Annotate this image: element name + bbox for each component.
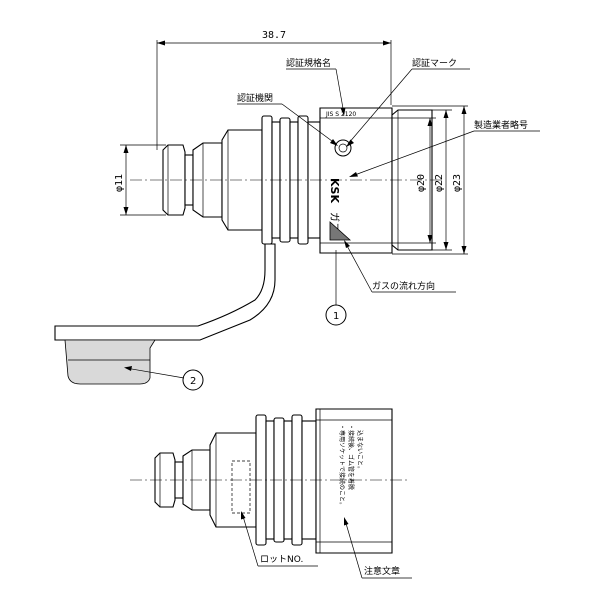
bottom-view: ・専用ソケットで接続のこと。 ・接続後、ゴム管を着脱 込まないこと。: [130, 408, 410, 554]
jis-marking: JIS S 2120: [325, 111, 356, 118]
top-callouts: 認証規格名 認証マーク 認証機関 製造業者略号 ガスの流れ方向: [237, 57, 540, 293]
label-cert-body: 認証機関: [237, 92, 273, 104]
caution-line-3: 込まないこと。: [356, 424, 364, 472]
d11-text: φ11: [114, 174, 125, 192]
d22-text: φ22: [434, 174, 445, 192]
label-caution: 注意文章: [364, 565, 400, 577]
caution-markings: ・専用ソケットで接続のこと。 ・接続後、ゴム管を着脱 込まないこと。: [338, 424, 364, 508]
label-lot-no: ロットNO.: [260, 555, 303, 565]
bottom-callouts: ロットNO. 注意文章: [241, 511, 412, 579]
socket-markings: JIS S 2120 KSK ガス: [325, 111, 356, 241]
flow-arrow-mark: [329, 221, 352, 241]
diameter-dims-right: φ20 φ22 φ23: [392, 105, 468, 255]
balloon-2-text: 2: [190, 376, 196, 387]
label-cert-standard: 認証規格名: [286, 57, 331, 69]
ksk-brand: KSK: [328, 178, 341, 203]
caution-line-1: ・専用ソケットで接続のこと。: [338, 424, 346, 508]
cert-mark-circle: [334, 139, 352, 157]
length-dim-text: 38.7: [262, 30, 286, 41]
dust-cap-tether: [54, 243, 276, 385]
balloon-1: 1: [325, 250, 347, 326]
d23-text: φ23: [452, 174, 463, 192]
label-cert-mark: 認証マーク: [412, 57, 457, 69]
balloon-1-text: 1: [333, 311, 339, 322]
top-view: 38.7: [54, 30, 540, 391]
balloon-2: 2: [124, 366, 204, 391]
d20-text: φ20: [416, 174, 427, 192]
label-gas-flow: ガスの流れ方向: [372, 280, 435, 292]
label-manufacturer: 製造業者略号: [474, 119, 528, 131]
caution-line-2: ・接続後、ゴム管を着脱: [347, 424, 355, 490]
diameter-dim-left: φ11: [114, 144, 166, 216]
socket-body: [319, 107, 433, 254]
length-dimension: 38.7: [156, 30, 392, 150]
